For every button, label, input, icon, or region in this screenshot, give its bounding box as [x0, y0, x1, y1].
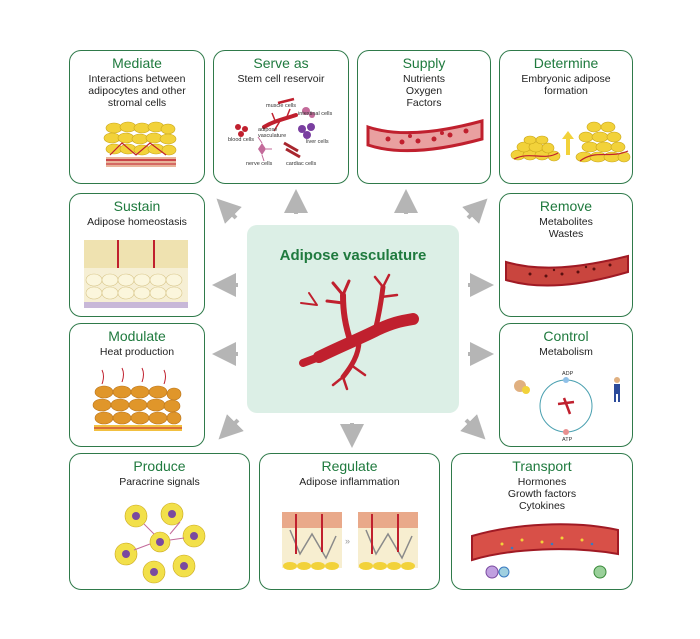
inflammation-illustration: »	[282, 512, 418, 570]
label-liver-cells: liver cells	[306, 139, 329, 145]
box-title: Determine	[533, 55, 599, 71]
center-title: Adipose vasculature	[279, 247, 427, 264]
label-adp: ADP	[562, 371, 574, 377]
metabolism-cycle-diagram: ADP ATP	[514, 371, 620, 443]
arrow-to-transport	[460, 414, 486, 440]
box-title: Serve as	[253, 55, 309, 71]
box-subtitle: Hormones Growth factors Cytokines	[507, 476, 577, 512]
box-regulate: Regulate Adipose inflammation »	[259, 453, 440, 590]
arrow-to-determine	[462, 198, 488, 224]
adipose-layers-illustration	[84, 240, 188, 308]
box-title: Control	[543, 328, 589, 344]
box-title: Mediate	[112, 55, 162, 71]
box-subtitle: Heat production	[99, 346, 175, 358]
box-supply: Supply Nutrients Oxygen Factors	[357, 50, 491, 184]
label-muscle-cells: muscle cells	[266, 103, 296, 109]
label-cardiac-cells: cardiac cells	[286, 161, 317, 167]
box-remove: Remove Metabolites Wastes	[499, 193, 633, 317]
fat-expansion-illustration	[510, 121, 631, 163]
box-control: Control Metabolism ADP ATP	[499, 323, 633, 447]
adipose-tissue-illustration	[103, 121, 177, 167]
box-mediate: Mediate Interactions between adipocytes …	[69, 50, 205, 184]
label-intestinal-cells: intestinal cells	[298, 111, 332, 117]
box-title: Regulate	[321, 458, 378, 474]
box-title: Supply	[402, 55, 446, 71]
center-panel: Adipose vasculature	[247, 225, 459, 413]
label-blood-cells: blood cells	[228, 137, 254, 143]
box-subtitle: Adipose homeostasis	[87, 216, 187, 228]
blood-vessel-illustration	[366, 119, 484, 153]
box-subtitle: Embryonic adipose formation	[521, 73, 611, 97]
box-title: Transport	[512, 458, 572, 474]
box-subtitle: Metabolites Wastes	[539, 216, 593, 240]
box-sustain: Sustain Adipose homeostasis	[69, 193, 205, 317]
box-modulate: Modulate Heat production	[69, 323, 205, 447]
box-subtitle: Nutrients Oxygen Factors	[402, 73, 445, 109]
box-title: Produce	[133, 458, 186, 474]
arrow-to-produce	[218, 414, 244, 440]
svg-text:»: »	[345, 536, 350, 546]
box-title: Sustain	[113, 198, 161, 214]
box-title: Modulate	[108, 328, 166, 344]
box-determine: Determine Embryonic adipose formation	[499, 50, 633, 184]
box-serve-as: Serve as Stem cell reservoir muscle cell…	[213, 50, 349, 184]
vasculature-tree-illustration	[299, 273, 419, 391]
box-subtitle: Metabolism	[539, 346, 593, 358]
vessel-transport-illustration	[471, 523, 619, 579]
arrow-to-mediate	[216, 198, 242, 224]
box-subtitle: Adipose inflammation	[299, 476, 400, 488]
box-produce: Produce Paracrine signals	[69, 453, 250, 590]
label-nerve-cells: nerve cells	[246, 161, 273, 167]
brown-fat-illustration	[92, 367, 182, 431]
vessel-waste-illustration	[505, 254, 629, 287]
box-subtitle: Paracrine signals	[119, 476, 200, 488]
paracrine-cells-illustration	[114, 502, 206, 584]
label-atp: ATP	[562, 437, 573, 443]
box-title: Remove	[539, 198, 593, 214]
box-subtitle: Stem cell reservoir	[237, 73, 325, 85]
box-transport: Transport Hormones Growth factors Cytoki…	[451, 453, 633, 590]
box-subtitle: Interactions between adipocytes and othe…	[88, 73, 186, 109]
